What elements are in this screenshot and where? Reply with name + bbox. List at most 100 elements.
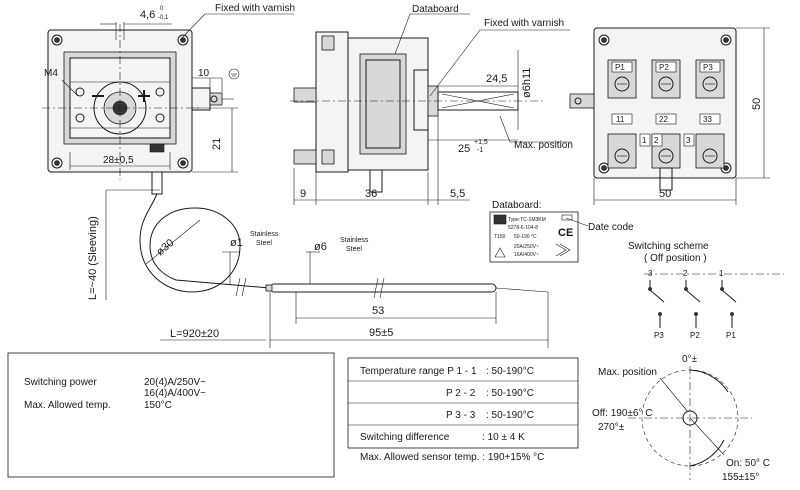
- label-databoard-caption: Databoard:: [492, 200, 541, 211]
- label-angle-0: 0°±: [682, 354, 698, 365]
- svg-text:P3: P3: [703, 63, 713, 72]
- label-on-50: On: 50° C: [726, 458, 770, 469]
- dim-d6: ø6: [314, 241, 327, 253]
- svg-text:-1: -1: [477, 147, 483, 154]
- svg-text:Stainless: Stainless: [340, 237, 369, 244]
- svg-text:Switching power: Switching power: [24, 377, 97, 388]
- svg-text:Temperature range P 1 - 1: Temperature range P 1 - 1: [360, 366, 477, 377]
- svg-text:20A/250V~: 20A/250V~: [514, 244, 539, 250]
- svg-text:1: 1: [719, 269, 724, 278]
- front-view: 4,6 0 -0,1 Fixed with varnish M4 10 21 2…: [42, 3, 295, 180]
- spec-right-box: Temperature range P 1 - 1 : 50-190°C P 2…: [347, 357, 579, 463]
- svg-text:P1: P1: [615, 63, 625, 72]
- capillary-sensor: ø30 L=~40 (Sleeving) ø1 Stainless Steel …: [87, 171, 549, 348]
- dim-53: 53: [372, 305, 384, 317]
- svg-text:Type:TC-1M3KM: Type:TC-1M3KM: [508, 217, 546, 223]
- dim-4-6: 4,6: [140, 9, 155, 21]
- mount-hole: [54, 37, 60, 43]
- dim-25: 25: [458, 143, 470, 155]
- knob-diagram: 0°± Max. position Off: 190±6° C 270°± On…: [592, 354, 770, 483]
- dim-50-horizontal: 50: [659, 188, 671, 200]
- dim-9: 9: [300, 188, 306, 200]
- svg-text:33: 33: [703, 115, 712, 124]
- knob-center: [682, 410, 698, 426]
- svg-text:16A/400V~: 16A/400V~: [514, 252, 539, 258]
- svg-text:2: 2: [654, 136, 659, 145]
- svg-text:0: 0: [160, 6, 164, 12]
- svg-text:16(4)A/400V~: 16(4)A/400V~: [144, 388, 206, 399]
- svg-text:P 2 - 2: P 2 - 2: [446, 388, 476, 399]
- terminal-1: [607, 133, 637, 169]
- mount-hole: [177, 34, 189, 46]
- dim-50-vertical: 50: [751, 98, 763, 110]
- svg-text:2: 2: [683, 269, 688, 278]
- dim-21: 21: [211, 138, 223, 150]
- svg-text:T150: T150: [494, 234, 506, 240]
- label-off-190: Off: 190±6° C: [592, 408, 652, 419]
- svg-text:: 50-190°C: : 50-190°C: [486, 366, 534, 377]
- svg-text:+1,5: +1,5: [474, 139, 488, 146]
- svg-text:150°C: 150°C: [144, 400, 172, 411]
- side-view: Databoard Fixed with varnish 24,5 ø6h11 …: [290, 4, 573, 205]
- dim-36: 36: [365, 188, 377, 200]
- svg-text:: 50-190°C: : 50-190°C: [486, 410, 534, 421]
- svg-text:P3: P3: [654, 331, 664, 340]
- mount-hole: [54, 160, 60, 166]
- label-max-position-2: Max. position: [598, 367, 657, 378]
- svg-text:-0,1: -0,1: [158, 15, 169, 21]
- svg-text:: 50-190°C: : 50-190°C: [486, 388, 534, 399]
- svg-text:20(4)A/250V~: 20(4)A/250V~: [144, 377, 206, 388]
- label-off-position: ( Off position ): [644, 253, 707, 264]
- mount-hole: [51, 34, 63, 46]
- dim-d30: ø30: [154, 237, 176, 258]
- label-max-position: Max. position: [514, 140, 573, 151]
- label-fixed-varnish-2: Fixed with varnish: [484, 18, 564, 29]
- svg-text:Switching difference: Switching difference: [360, 432, 450, 443]
- bottom-pin: [369, 169, 383, 193]
- dim-d1: ø1: [230, 237, 243, 249]
- label-fixed-varnish: Fixed with varnish: [215, 3, 295, 14]
- label-sleeving: L=~40 (Sleeving): [87, 216, 99, 300]
- svg-text:1: 1: [642, 136, 647, 145]
- rear-view: P1 P2 P3 11 22 33 1 2 3: [569, 27, 770, 205]
- dim-28: 28±0,5: [103, 155, 134, 166]
- svg-text:Max. Allowed sensor temp. : 19: Max. Allowed sensor temp. : 190+15% °C: [360, 452, 544, 463]
- databoard-plate: [359, 53, 407, 155]
- label-date-code: Date code: [588, 222, 634, 233]
- earth-tab: [191, 87, 211, 111]
- spec-left-box: Switching power 20(4)A/250V~ 16(4)A/400V…: [7, 352, 335, 478]
- svg-text:P 3 - 3: P 3 - 3: [446, 410, 476, 421]
- label-angle-155: 155±15°: [722, 472, 759, 483]
- dim-l920: L=920±20: [170, 328, 219, 340]
- sensor-bulb: [269, 283, 497, 293]
- label-databoard: Databoard: [412, 4, 459, 15]
- label-switching-scheme: Switching scheme: [628, 241, 709, 252]
- svg-text:Steel: Steel: [256, 240, 272, 247]
- svg-text:Max. Allowed temp.: Max. Allowed temp.: [24, 400, 111, 411]
- svg-text:22: 22: [659, 115, 668, 124]
- svg-text:11: 11: [616, 115, 625, 124]
- terminal-3: [695, 133, 725, 169]
- switching-scheme: Switching scheme ( Off position ) 3 2 1 …: [628, 241, 784, 340]
- ce-mark: CE: [558, 227, 573, 239]
- dim-5-5: 5,5: [450, 188, 465, 200]
- dim-6h11: ø6h11: [521, 68, 533, 98]
- svg-text:Steel: Steel: [346, 246, 362, 253]
- dim-24-5: 24,5: [486, 73, 507, 85]
- mount-hole: [180, 37, 186, 43]
- mount-hole: [51, 157, 63, 169]
- dim-95: 95±5: [369, 327, 393, 339]
- svg-text:Stainless: Stainless: [250, 231, 279, 238]
- svg-text:3: 3: [648, 269, 653, 278]
- mount-hole: [180, 160, 186, 166]
- label-angle-270: 270°±: [598, 422, 625, 433]
- svg-text:P2: P2: [659, 63, 669, 72]
- capillary-coil: [139, 193, 271, 293]
- svg-text:P2: P2: [690, 331, 700, 340]
- svg-text:3: 3: [686, 136, 691, 145]
- mount-hole: [177, 157, 189, 169]
- svg-text:5278-6-104-8: 5278-6-104-8: [508, 225, 538, 231]
- svg-text:: 10 ± 4 K: : 10 ± 4 K: [482, 432, 525, 443]
- svg-text:P1: P1: [726, 331, 736, 340]
